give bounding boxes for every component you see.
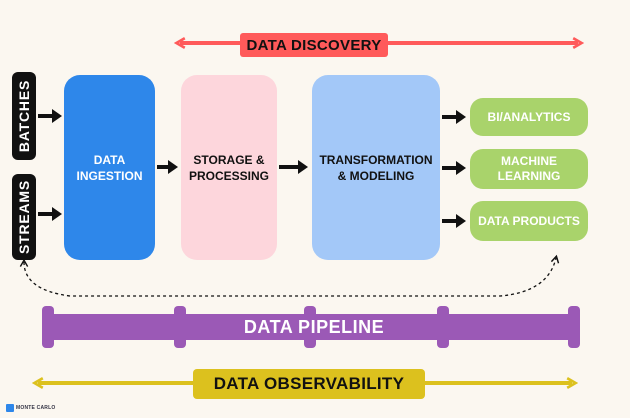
feedback-dashed-arrow bbox=[19, 254, 560, 297]
data-observability-label: DATA OBSERVABILITY bbox=[193, 369, 425, 399]
streams-source: STREAMS bbox=[12, 174, 36, 260]
stage-arrows bbox=[157, 160, 308, 174]
streams-label: STREAMS bbox=[16, 179, 32, 255]
batches-label: BATCHES bbox=[16, 79, 33, 153]
data-discovery-label: DATA DISCOVERY bbox=[240, 33, 388, 57]
logo-text: MONTE CARLO bbox=[16, 405, 56, 411]
data-ingestion-stage: DATA INGESTION bbox=[64, 75, 155, 260]
storage-processing-stage: STORAGE & PROCESSING bbox=[181, 75, 277, 260]
transformation-modeling-stage: TRANSFORMATION & MODELING bbox=[312, 75, 440, 260]
data-products-output: DATA PRODUCTS bbox=[470, 201, 588, 241]
pipeline-bar bbox=[42, 306, 580, 348]
output-arrows bbox=[442, 110, 466, 228]
bi-analytics-output: BI/ANALYTICS bbox=[470, 98, 588, 136]
source-arrows bbox=[38, 109, 62, 221]
data-pipeline-label: DATA PIPELINE bbox=[243, 316, 385, 337]
monte-carlo-logo-icon bbox=[6, 404, 14, 412]
monte-carlo-logo: MONTE CARLO bbox=[6, 403, 55, 413]
machine-learning-output: MACHINE LEARNING bbox=[470, 149, 588, 189]
batches-source: BATCHES bbox=[12, 72, 36, 160]
